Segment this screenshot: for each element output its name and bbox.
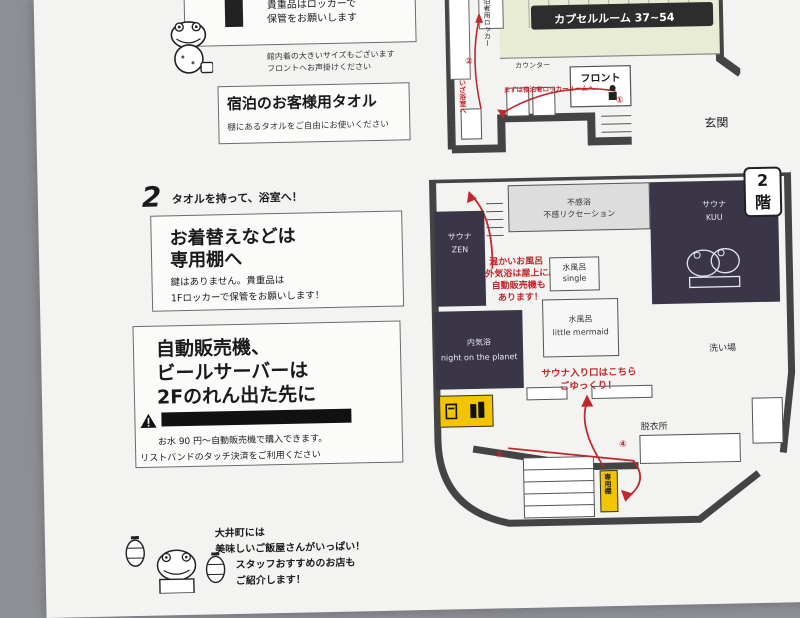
changing-box: お着替えなどは 専用棚へ 鍵はありません。貴重品は 1Fロッカーで保管をお願いし… xyxy=(150,210,404,311)
valuables-note-line2: 保管をお願いします xyxy=(267,8,357,25)
step4-marker: ④ xyxy=(619,440,627,450)
vending-box: 自動販売機、 ビールサーバーは 2Fのれん出た先に お水 90 円～自動販売機で… xyxy=(132,321,403,469)
cold-single-room: 水風呂 single xyxy=(549,256,600,291)
inner-bath-line2: night on the planet xyxy=(435,352,523,363)
frog-sauna-icon xyxy=(679,236,750,293)
cold-single-line2: single xyxy=(550,273,598,283)
footer-line1: 大井町には xyxy=(215,523,265,539)
floor2-badge: 2 階 xyxy=(743,167,782,218)
step2-heading: タオルを持って、浴室へ！ xyxy=(172,189,303,208)
fukan-label-line2: 不感リクセーション xyxy=(509,207,649,221)
counter-label: カウンター xyxy=(515,60,550,71)
guide-paper: 貴重品はロッカーで 保管をお願いします 館内着の大きいサイズもございます フロン… xyxy=(34,0,800,618)
locker-label: 宿泊者用ロッカー xyxy=(482,0,493,47)
cold-mermaid-line2: little mermaid xyxy=(544,327,618,338)
footer-line3: スタッフおすすめのお店も xyxy=(235,554,355,572)
frog-mascot-bottom-icon xyxy=(153,543,200,594)
warm-bath-note-line4: あります！ xyxy=(498,290,543,304)
to-bath-note: いざ浴室へ xyxy=(457,79,468,114)
cold-single-line1: 水風呂 xyxy=(550,261,598,273)
valuables-box: 貴重品はロッカーで 保管をお願いします xyxy=(183,0,416,47)
step2-marker: ② xyxy=(465,57,473,67)
counter-side-label: カウンター xyxy=(444,119,454,149)
floor2-badge-kanji: 階 xyxy=(746,189,780,214)
sauna-entrance-line2: ごゆっくり！ xyxy=(560,377,617,392)
dedicated-shelf: 専用棚 xyxy=(600,470,619,512)
towel-box: 宿泊のお客様用タオル 棚にあるタオルをご自由にお使いください xyxy=(217,82,410,144)
towel-desc: 棚にあるタオルをご自由にお使いください xyxy=(227,118,389,133)
wash-area-label: 洗い場 xyxy=(709,340,736,354)
changing-title-line2: 専用棚へ xyxy=(170,245,243,273)
lantern-icon xyxy=(205,552,226,586)
step1-marker: ① xyxy=(616,96,624,106)
frog-mascot-icon xyxy=(164,14,213,77)
step3-marker: ③ xyxy=(495,450,503,460)
footer-line4: ご紹介します！ xyxy=(236,571,306,587)
floor2-badge-number: 2 xyxy=(745,171,779,191)
capsule-label: カプセルルーム 37~54 xyxy=(554,9,675,28)
warning-icon xyxy=(139,413,157,429)
changing-desc-line2: 1Fロッカーで保管をお願いします！ xyxy=(171,287,325,304)
entrance-label: 玄関 xyxy=(704,114,728,131)
footer-line2: 美味しいご飯屋さんがいっぱい！ xyxy=(215,537,365,555)
inner-bath-room: 内気浴 night on the planet xyxy=(434,310,524,390)
locker-illustration xyxy=(224,0,243,27)
redacted-bar xyxy=(161,409,351,427)
vending-desc-line1: お水 90 円～自動販売機で購入できます。 xyxy=(158,431,328,448)
first-locker-note: まずは宿泊者ロッカールームへ xyxy=(504,82,595,94)
dressing-room-label: 脱衣所 xyxy=(641,419,668,433)
sauna-zen-room: サウナ ZEN xyxy=(434,211,486,307)
towel-title: 宿泊のお客様用タオル xyxy=(227,90,377,114)
vending-title-line3: 2Fのれん出た先に xyxy=(157,379,317,409)
changing-desc-line1: 鍵はありません。貴重品は xyxy=(170,272,284,288)
step2-number: 2 xyxy=(141,181,161,214)
large-items-line1: 館内着の大きいサイズもございます xyxy=(267,49,395,63)
vending-machines-icon xyxy=(439,395,494,428)
fukan-room: 不感浴 不感リクセーション xyxy=(508,182,651,232)
large-items-line2: フロントへお声掛けください xyxy=(267,61,371,74)
dedicated-shelf-label: 専用棚 xyxy=(603,473,613,494)
sauna-zen-line1: サウナ xyxy=(435,231,485,243)
sauna-zen-line2: ZEN xyxy=(435,245,485,255)
cold-mermaid-room: 水風呂 little mermaid xyxy=(542,298,619,358)
vending-desc-line2: リストバンドのタッチ決済をご利用ください xyxy=(140,447,321,464)
lantern-icon xyxy=(125,536,146,570)
inner-bath-line1: 内気浴 xyxy=(435,336,523,349)
cold-mermaid-line1: 水風呂 xyxy=(543,313,617,326)
